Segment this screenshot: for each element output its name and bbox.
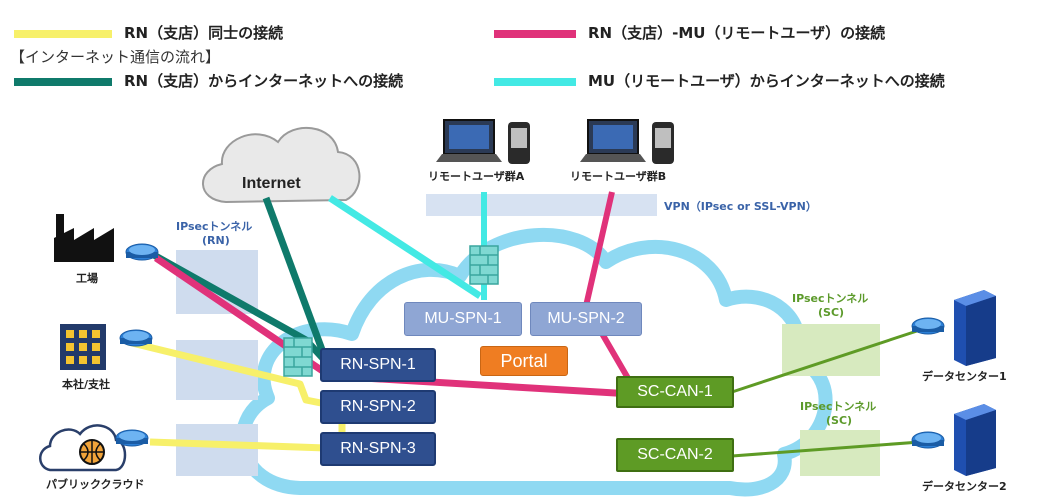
- rn-spn-1-box: RN-SPN-1: [320, 348, 436, 382]
- internet-label: Internet: [242, 175, 301, 192]
- ipsec-sc-label-1a: IPsecトンネル: [792, 292, 869, 305]
- legend-mu-internet: MU（リモートユーザ）からインターネットへの接続: [588, 72, 945, 90]
- globe-icon: [79, 439, 105, 465]
- sc-can-1-box: SC-CAN-1: [616, 376, 734, 408]
- ipsec-sc-label-2a: IPsecトンネル: [800, 400, 877, 413]
- mobile-phone-icon: [508, 122, 530, 164]
- mu-spn-2-box: MU-SPN-2: [530, 302, 642, 336]
- cloud-icon: [202, 126, 361, 204]
- rn-spn-3-box: RN-SPN-3: [320, 432, 436, 466]
- remote-users-a-label: リモートユーザ群A: [428, 170, 525, 183]
- laptop-icon: [436, 119, 502, 162]
- public-cloud-label: パブリッククラウド: [46, 478, 145, 491]
- laptop-icon: [580, 119, 646, 162]
- ipsec-rn-label-2: (RN): [202, 234, 230, 247]
- green-dc1-line: [731, 328, 921, 394]
- cyan-mu-internet-line: [328, 195, 482, 299]
- router-icon: [125, 243, 159, 261]
- legend-rn-mu: RN（支店）-MU（リモートユーザ）の接続: [588, 24, 886, 42]
- portal-box: Portal: [480, 346, 568, 376]
- legend-swatch-yellow: [14, 30, 112, 38]
- server-icon: [954, 290, 996, 366]
- hq-label: 本社/支社: [62, 378, 111, 391]
- factory-label: 工場: [76, 272, 98, 285]
- router-icon: [911, 317, 945, 335]
- dc2-label: データセンター2: [922, 480, 1007, 493]
- factory-icon: [54, 214, 114, 262]
- legend-swatch-teal: [14, 78, 112, 86]
- dc1-label: データセンター1: [922, 370, 1007, 383]
- building-icon: [60, 324, 106, 370]
- ipsec-sc-box-1: [782, 324, 880, 376]
- ipsec-rn-label-1: IPsecトンネル: [176, 220, 253, 233]
- legend-swatch-magenta: [494, 30, 576, 38]
- legend-rn-rn: RN（支店）同士の接続: [124, 24, 284, 42]
- rn-spn-2-box: RN-SPN-2: [320, 390, 436, 424]
- remote-users-b-label: リモートユーザ群B: [570, 170, 667, 183]
- green-dc2-line: [731, 440, 921, 458]
- firewall-icon: [469, 245, 499, 285]
- sc-can-2-box: SC-CAN-2: [616, 438, 734, 472]
- router-icon: [115, 429, 149, 447]
- ipsec-sc-box-2: [800, 430, 880, 476]
- mobile-phone-icon: [652, 122, 674, 164]
- router-icon: [911, 431, 945, 449]
- legend-swatch-cyan: [494, 78, 576, 86]
- vpn-label: VPN（IPsec or SSL-VPN）: [664, 200, 817, 213]
- ipsec-rn-pillar-3: [176, 424, 258, 476]
- ipsec-sc-label-2b: (SC): [826, 414, 853, 427]
- server-icon: [954, 404, 996, 476]
- legend-flow-header: 【インターネット通信の流れ】: [10, 48, 221, 66]
- teal-internet-line: [262, 196, 332, 368]
- vpn-band: [426, 194, 657, 216]
- router-icon: [119, 329, 153, 347]
- legend-rn-internet: RN（支店）からインターネットへの接続: [124, 72, 404, 90]
- ipsec-sc-label-1b: (SC): [818, 306, 845, 319]
- mu-spn-1-box: MU-SPN-1: [404, 302, 522, 336]
- firewall-icon: [283, 337, 313, 377]
